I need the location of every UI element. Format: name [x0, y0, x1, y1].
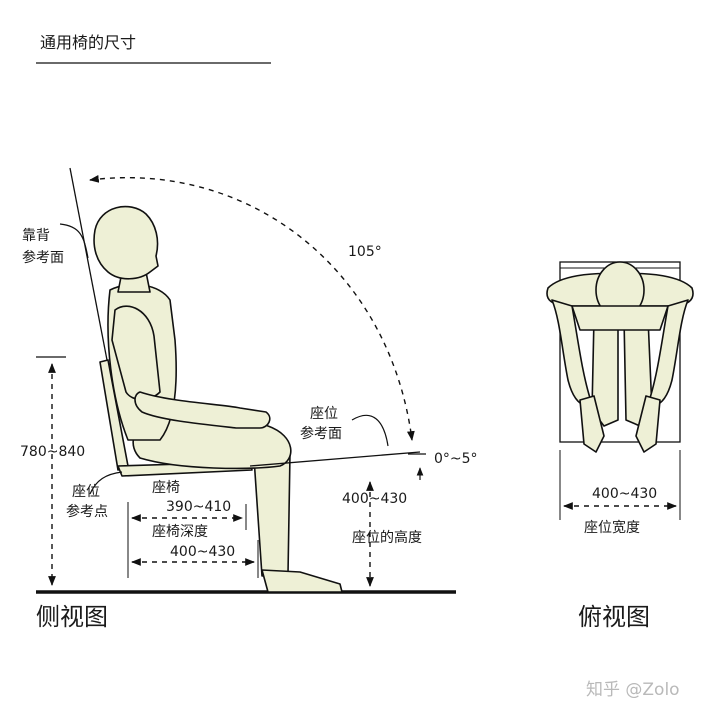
seat-ref-line1: 座位: [310, 406, 338, 422]
seated-human-figure: [93, 205, 343, 593]
total-height-label: 780~840: [20, 444, 85, 460]
seat-width-value: 400~430: [592, 486, 657, 502]
seat-point-line2: 参考点: [66, 503, 108, 520]
seat-depth-line1: 座椅: [152, 480, 180, 496]
seat-height-value: 400~430: [342, 491, 407, 507]
page-title: 通用椅的尺寸: [40, 33, 136, 52]
seat-reference-line: [249, 451, 421, 467]
angle-label: 105°: [348, 244, 382, 260]
backrest-ref-line2: 参考面: [22, 249, 64, 266]
angle-arc: [89, 175, 415, 441]
seat-width-label: 座位宽度: [584, 519, 640, 536]
tilt-label: 0°~5°: [434, 451, 478, 467]
seat-depth-line2: 390~410: [166, 499, 231, 515]
side-view-caption: 侧视图: [36, 603, 108, 631]
seat-ref-leader: [351, 414, 389, 447]
seat-depth-label: 座椅深度: [152, 524, 208, 540]
backrest-leader: [59, 223, 89, 259]
top-human-figure: [546, 261, 694, 453]
watermark: 知乎 @Zolo: [586, 680, 680, 700]
seat-ref-line2: 参考面: [300, 425, 342, 442]
side-view: 靠背 参考面 105° 座位 参考面 0°~5° 780~840 座位 参考点 …: [20, 167, 478, 631]
seat-point-line1: 座位: [72, 484, 100, 500]
seat-height-label: 座位的高度: [352, 529, 422, 546]
backrest-ref-line1: 靠背: [22, 228, 50, 244]
top-view-caption: 俯视图: [578, 603, 650, 631]
seat-point-leader: [89, 471, 123, 495]
top-view: 400~430 座位宽度 俯视图: [546, 261, 694, 631]
overall-depth-label: 400~430: [170, 544, 235, 560]
